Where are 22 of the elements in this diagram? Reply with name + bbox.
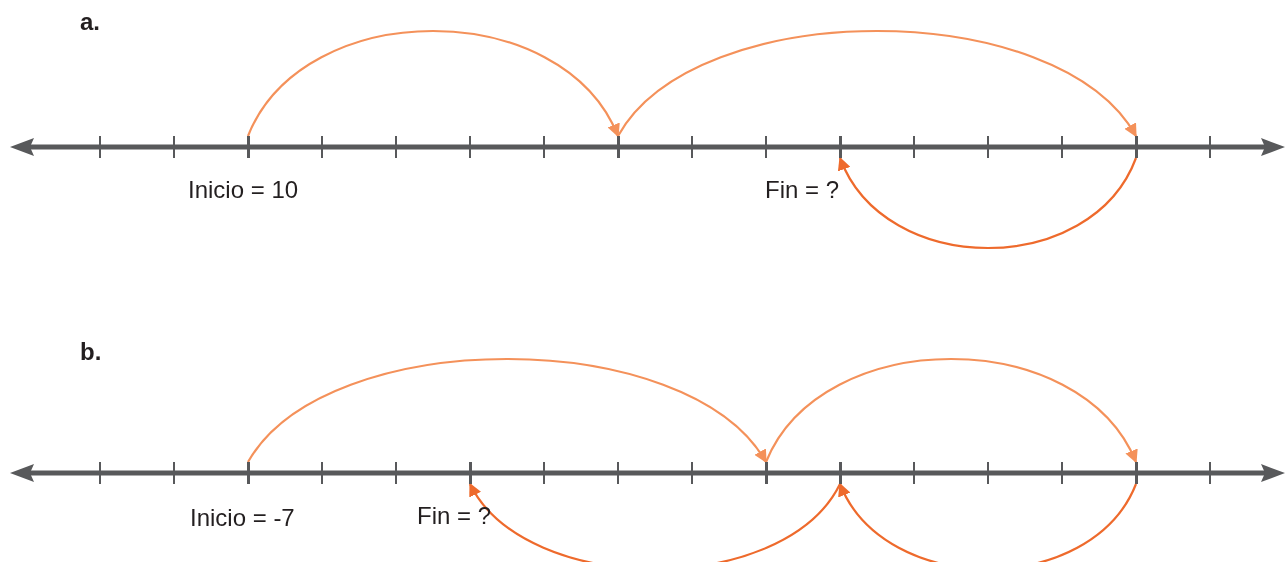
tick-mark: [1134, 462, 1138, 484]
jump-arrow: [469, 482, 841, 562]
tick-mark: [838, 136, 842, 158]
tick-mark: [838, 462, 842, 484]
tick-mark: [468, 462, 472, 484]
part-label: b.: [80, 338, 102, 366]
tick-mark: [1134, 136, 1138, 158]
point-label: Inicio = 10: [188, 176, 299, 204]
part-label: a.: [80, 8, 100, 36]
jump-arrow: [765, 358, 1137, 464]
tick-mark: [616, 136, 620, 158]
point-label: Fin = ?: [765, 176, 840, 204]
jump-arrow: [839, 156, 1137, 249]
point-label: Fin = ?: [417, 502, 492, 530]
jump-arrow: [839, 482, 1137, 562]
point-label: Inicio = -7: [190, 504, 295, 532]
tick-mark: [246, 462, 250, 484]
tick-mark: [246, 136, 250, 158]
jump-arrow: [617, 30, 1137, 138]
tick-mark: [764, 462, 768, 484]
jump-arrow: [247, 358, 767, 464]
jump-arrow: [247, 30, 619, 138]
